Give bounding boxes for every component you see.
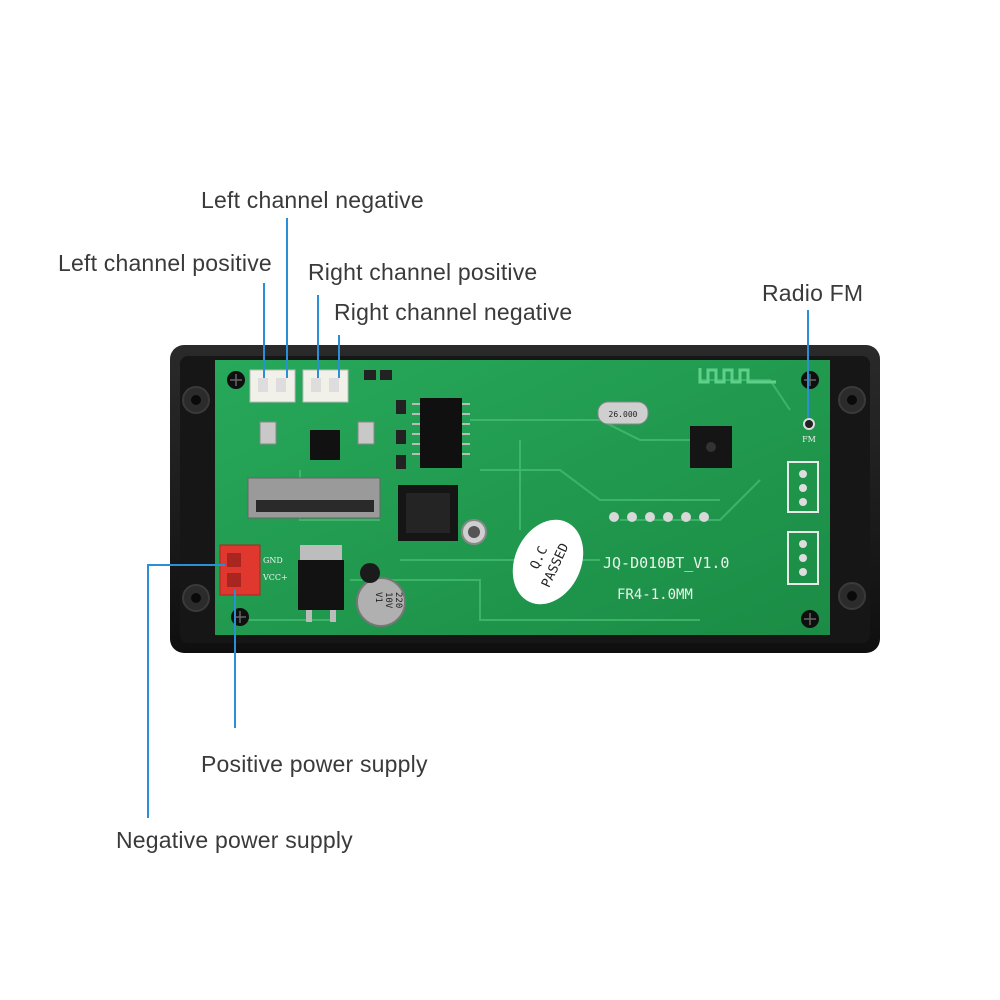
label-left-channel-negative: Left channel negative (201, 187, 424, 213)
sd-card-slot (247, 477, 381, 519)
right-speaker-connector (302, 369, 349, 403)
mounting-hole-bottom-left (182, 584, 210, 612)
capacitor-label-3: V1 (373, 592, 383, 603)
board-model-label: JQ-D010BT_V1.0 (603, 554, 729, 572)
callout-line-negative-power (147, 564, 225, 818)
electrolytic-capacitor: 220 10V V1 (356, 563, 406, 627)
fm-pad-label: FM (802, 435, 816, 444)
mounting-hole-top-left (182, 386, 210, 414)
voltage-regulator (298, 545, 344, 622)
screw-top-left (227, 371, 245, 389)
gnd-label: GND (263, 556, 283, 565)
left-speaker-connector (249, 369, 296, 403)
label-left-channel-positive: Left channel positive (58, 250, 272, 276)
crystal-oscillator: 26.000 (597, 401, 649, 425)
aux-connector-top (787, 461, 819, 513)
screw-bottom-right (801, 610, 819, 628)
antenna-trace (698, 368, 776, 384)
usb-port (398, 485, 458, 541)
screw-top-right (801, 371, 819, 389)
pcb-board: 26.000 (215, 360, 830, 635)
label-radio-fm: Radio FM (762, 280, 864, 306)
capacitor-label-2: 10V (383, 592, 393, 609)
label-positive-power-supply: Positive power supply (201, 751, 428, 777)
vcc-label: VCC+ (262, 573, 288, 582)
amplifier-chip (412, 398, 470, 468)
mounting-hole-bottom-right (838, 582, 866, 610)
capacitor-label-1: 220 (393, 592, 403, 608)
aux-connector-bottom (787, 531, 819, 585)
label-right-channel-positive: Right channel positive (308, 259, 538, 285)
crystal-label: 26.000 (609, 410, 638, 419)
bluetooth-chip (690, 426, 732, 468)
mounting-hole-top-right (838, 386, 866, 414)
fm-antenna-pad: FM (802, 418, 816, 444)
label-right-channel-negative: Right channel negative (334, 299, 573, 325)
qc-passed-sticker: Q.C PASSED (512, 519, 584, 605)
label-negative-power-supply: Negative power supply (116, 827, 353, 853)
screw-bottom-left (231, 608, 249, 626)
screw-center (461, 519, 487, 545)
board-material-label: FR4-1.0MM (617, 587, 693, 603)
power-connector: GND VCC+ (219, 544, 288, 596)
callout-lines (147, 218, 809, 818)
